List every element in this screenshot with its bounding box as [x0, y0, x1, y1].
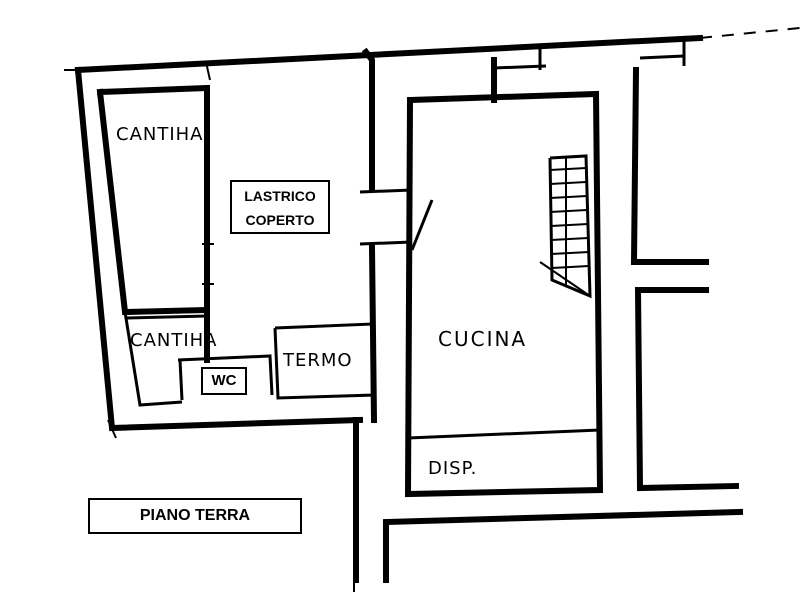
right-wall-upper	[630, 66, 709, 265]
disp-divider	[407, 428, 601, 440]
tick-mark	[107, 419, 117, 439]
wc-wall	[177, 354, 274, 396]
opening-jamb-bottom	[359, 240, 413, 246]
lastrico-coperto-label: LASTRICO COPERTO	[230, 180, 330, 234]
right-wall-lower	[634, 287, 740, 492]
wc-label: WC	[201, 367, 247, 395]
opening-jamb-top	[359, 188, 413, 194]
central-wall-upper	[361, 47, 375, 191]
cucina-wall	[404, 90, 604, 498]
room-label-termo: TERMO	[282, 350, 353, 371]
lastrico-line2: COPERTO	[245, 212, 315, 228]
central-wall-lower	[368, 244, 378, 424]
cantina-lower-top	[124, 314, 208, 320]
staircase	[539, 154, 592, 299]
wc-left-wall	[178, 359, 184, 401]
lastrico-line1: LASTRICO	[244, 188, 316, 204]
dashed-boundary	[699, 27, 800, 39]
window-sill	[493, 64, 547, 70]
right-window	[639, 54, 685, 60]
room-label-disp: DISP.	[428, 458, 477, 479]
top-wall	[74, 34, 704, 74]
door-swing	[410, 199, 434, 251]
room-label-cucina: CUCINA	[438, 327, 527, 351]
bottom-wall	[383, 508, 744, 583]
cantina-inner-wall	[96, 84, 210, 316]
room-label-cantina-upper: CANTIHA	[116, 124, 204, 145]
room-label-cantina-lower: CANTIHA	[130, 330, 218, 351]
piano-terra-label: PIANO TERRA	[88, 498, 302, 534]
cantina-lower-wall	[123, 311, 183, 407]
tick-mark	[205, 61, 211, 81]
